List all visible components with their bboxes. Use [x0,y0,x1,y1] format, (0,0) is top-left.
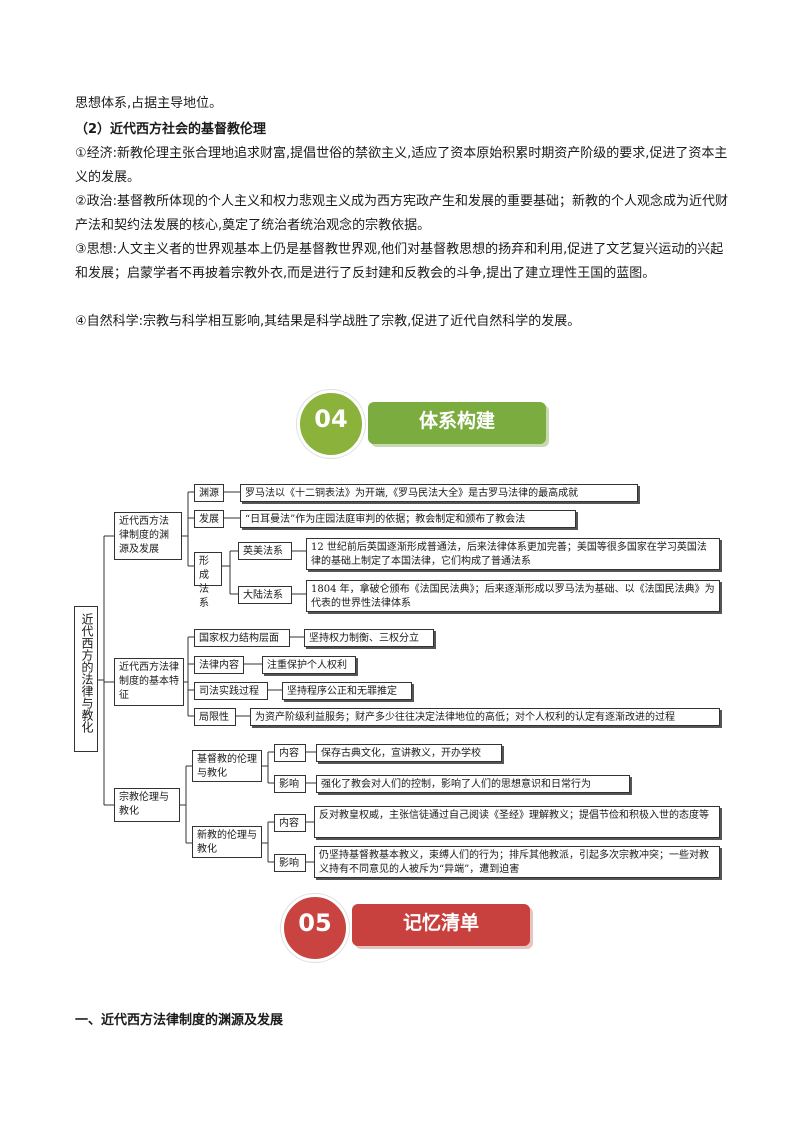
sub-heading: （2）近代西方社会的基督教伦理 [75,122,267,137]
node-xinjiao-yingxiang: 影响 [274,854,306,872]
section-04-number: 04 [314,405,348,433]
node-sifa: 司法实践过程 [194,682,268,700]
node-yuanyuan-text: 罗马法以《十二铜表法》为开端,《罗马民法大全》是古罗马法律的最高成就 [240,484,638,502]
bottom-heading: 一、近代西方法律制度的渊源及发展 [75,1013,284,1028]
section-05-title: 记忆清单 [352,904,530,946]
node-yuanyuan: 渊源 [194,484,224,502]
branch-religion: 宗教伦理与教化 [114,788,180,822]
node-jidu-neirong: 内容 [274,744,306,762]
node-falv: 法律内容 [194,656,244,674]
item-science: ④自然科学:宗教与科学相互影响,其结果是科学战胜了宗教,促进了近代自然科学的发展… [75,314,581,329]
node-sifa-text: 坚持程序公正和无罪推定 [282,682,412,700]
node-jidu-yingxiang: 影响 [274,775,306,793]
text-line-0: 思想体系,占据主导地位。 [75,96,223,111]
section-05-circle [281,894,349,962]
node-yingmei-text: 12 世纪前后英国逐渐形成普通法，后来法律体系更加完善；美国等很多国家在学习英国… [306,538,720,570]
node-fazhan: 发展 [194,510,224,528]
section-05-number: 05 [298,909,332,937]
node-fazhan-text: “日耳曼法”作为庄园法庭审判的依据；教会制定和颁布了教会法 [240,510,576,528]
branch-law-features: 近代西方法律制度的基本特征 [114,658,184,706]
node-juxian-text: 为资产阶级利益服务；财产多少往往决定法律地位的高低；对个人权利的认定有逐渐改进的… [250,708,720,726]
item-economy: ①经济:新教伦理主张合理地追求财富,提倡世俗的禁欲主义,适应了资本原始积累时期资… [75,146,728,185]
branch-law-origin: 近代西方法律制度的渊源及发展 [114,512,182,560]
node-yingmei: 英美法系 [238,542,292,560]
item-politics: ②政治:基督教所体现的个人主义和权力悲观主义成为西方宪政产生和发展的重要基础；新… [75,194,729,233]
node-guojia: 国家权力结构层面 [194,629,290,647]
node-xinjiao-neirong-text: 反对教皇权威，主张信徒通过自己阅读《圣经》理解教义；提倡节俭和积极入世的态度等 [314,806,720,838]
node-jidu-neirong-text: 保存古典文化，宣讲教义，开办学校 [316,744,502,762]
node-xinjiao-yingxiang-text: 仍坚持基督教基本教义，束缚人们的行为；排斥其他教派，引起多次宗教冲突；一些对教义… [314,846,720,878]
section-04-circle [297,390,365,458]
node-dalu-text: 1804 年，拿破仑颁布《法国民法典》；后来逐渐形成以罗马法为基础、以《法国民法… [306,580,720,612]
node-xingcheng: 形成法系 [194,552,222,609]
node-guojia-text: 坚持权力制衡、三权分立 [304,629,434,647]
node-juxian: 局限性 [194,708,236,726]
mindmap-root: 近代西方的法律与教化 [74,606,98,752]
node-falv-text: 注重保护个人权利 [262,656,356,674]
node-xinjiao-neirong: 内容 [274,814,306,832]
node-jidu-yingxiang-text: 强化了教会对人们的控制，影响了人们的思想意识和日常行为 [316,775,630,793]
section-04-title: 体系构建 [368,402,546,444]
node-dalu: 大陆法系 [238,586,292,604]
node-jidu: 基督教的伦理与教化 [192,750,262,782]
node-xinjiao: 新教的伦理与教化 [192,826,262,858]
item-thought: ③思想:人文主义者的世界观基本上仍是基督教世界观,他们对基督教思想的扬弃和利用,… [75,242,724,281]
